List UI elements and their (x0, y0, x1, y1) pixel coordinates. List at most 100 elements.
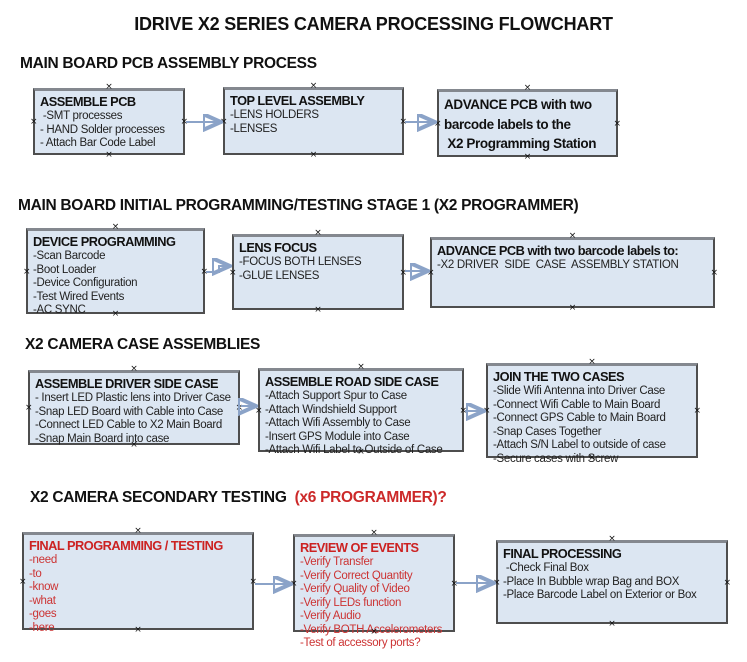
box-title: DEVICE PROGRAMMING (33, 234, 176, 249)
box-item: -need (29, 554, 57, 566)
box-item: -Attach Wifi Label to Outside of Case (265, 444, 443, 456)
connection-point-icon: × (309, 150, 318, 160)
connection-point-icon: × (180, 117, 188, 127)
box-item: - Insert LED Plastic lens into Driver Ca… (35, 392, 231, 404)
section-heading-case-assemblies: X2 CAMERA CASE ASSEMBLIES (25, 336, 261, 353)
connection-point-icon: × (314, 228, 322, 238)
box-title: FINAL PROGRAMMING / TESTING (29, 538, 223, 553)
box-title: ASSEMBLE DRIVER SIDE CASE (35, 376, 219, 391)
connection-point-icon: × (608, 619, 616, 629)
connection-point-icon: × (25, 403, 33, 413)
section-heading-pcb-assembly: MAIN BOARD PCB ASSEMBLY PROCESS (20, 55, 317, 72)
box-item: -Attach Support Spur to Case (265, 390, 407, 402)
flowchart-title: IDRIVE X2 SERIES CAMERA PROCESSING FLOWC… (134, 14, 613, 34)
flowchart-box-top-level-assembly[interactable]: TOP LEVEL ASSEMBLY -LENS HOLDERS -LENSES… (220, 82, 407, 160)
box-item-overflow: -Test of accessory ports? (300, 637, 421, 649)
connection-point-icon: × (427, 268, 435, 278)
box-item: -Connect LED Cable to X2 Main Board (35, 419, 223, 431)
connection-point-icon: × (220, 116, 228, 127)
box-item: -Device Configuration (33, 277, 138, 289)
connection-point-icon: × (235, 403, 243, 413)
section-heading-secondary-testing: X2 CAMERA SECONDARY TESTING (x6 PROGRAMM… (30, 489, 447, 507)
connection-point-icon: × (399, 267, 407, 278)
flowchart-box-advance-pcb-driver-side[interactable]: ADVANCE PCB with two barcode labels to: … (427, 232, 718, 313)
box-item: -Snap Cases Together (493, 425, 602, 438)
flowchart-box-assemble-driver-side-case[interactable]: ASSEMBLE DRIVER SIDE CASE - Insert LED P… (25, 365, 243, 450)
box-title: LENS FOCUS (239, 240, 317, 255)
flowchart-box-review-of-events[interactable]: REVIEW OF EVENTS -Verify Transfer -Verif… (290, 529, 458, 650)
box-title: FINAL PROCESSING (503, 546, 622, 561)
box-item: -LENS HOLDERS (230, 109, 319, 121)
box-item: -Place In Bubble wrap Bag and BOX (503, 575, 680, 588)
connection-point-icon: × (314, 305, 322, 315)
connection-point-icon: × (357, 362, 365, 372)
box-item: -Snap LED Board with Cable into Case (35, 405, 224, 418)
box-item: -Connect GPS Cable to Main Board (493, 412, 666, 424)
box-item: X2 Programming Station (444, 136, 597, 151)
connection-point-icon: × (255, 405, 263, 416)
flowchart-box-device-programming[interactable]: DEVICE PROGRAMMING -Scan Barcode -Boot L… (23, 223, 208, 319)
connection-point-icon: × (523, 83, 532, 93)
connection-point-icon: × (105, 150, 113, 160)
box-item: -Verify Quality of Video (300, 583, 410, 595)
box-item: -GLUE LENSES (239, 269, 320, 282)
box-title: TOP LEVEL ASSEMBLY (230, 93, 365, 108)
connection-point-icon: × (200, 266, 208, 277)
connection-point-icon: × (459, 405, 467, 416)
box-item: -goes (29, 608, 57, 620)
box-item: -Slide Wifi Antenna into Driver Case (493, 385, 665, 397)
box-item: -Scan Barcode (33, 250, 106, 262)
box-item: -Verify BOTH Accelerometers (300, 623, 443, 636)
connection-point-icon: × (723, 577, 731, 588)
box-title: ADVANCE PCB with two (444, 97, 592, 112)
connection-point-icon: × (23, 266, 31, 277)
box-item: - Attach Bar Code Label (40, 137, 156, 149)
box-item: -Attach Windshield Support (265, 403, 397, 416)
connection-point-icon: × (434, 118, 442, 129)
flowchart-box-join-the-two-cases[interactable]: JOIN THE TWO CASES -Slide Wifi Antenna i… (483, 358, 701, 465)
connection-point-icon: × (370, 528, 378, 538)
box-item: -X2 DRIVER SIDE CASE ASSEMBLY STATION (437, 259, 679, 271)
box-item: -Place Barcode Label on Exterior or Box (503, 589, 697, 601)
connection-point-icon: × (450, 578, 458, 589)
box-title: JOIN THE TWO CASES (493, 369, 625, 384)
box-item: - HAND Solder processes (40, 123, 165, 136)
connection-point-icon: × (111, 222, 120, 232)
box-item: -Secure cases with Screw (493, 452, 619, 465)
box-title: ASSEMBLE PCB (40, 94, 136, 109)
box-item: -Verify LEDs function (300, 596, 402, 609)
connection-point-icon: × (710, 268, 718, 278)
heading-red-part: (x6 PROGRAMMER)? (294, 489, 447, 506)
box-item: -FOCUS BOTH LENSES (239, 256, 362, 268)
connection-point-icon: × (523, 152, 532, 162)
connection-point-icon: × (130, 364, 138, 374)
box-item: -Connect Wifi Cable to Main Board (493, 398, 661, 411)
flowchart-box-final-processing[interactable]: FINAL PROCESSING -Check Final Box -Place… (493, 535, 731, 629)
box-item: -Verify Transfer (300, 556, 374, 568)
connection-point-icon: × (493, 577, 501, 588)
flowchart-box-final-programming-testing[interactable]: FINAL PROGRAMMING / TESTING -need -to -k… (19, 527, 257, 635)
box-item: -Check Final Box (503, 562, 589, 574)
connection-point-icon: × (693, 406, 701, 416)
connection-point-icon: × (588, 357, 596, 367)
flowchart-box-advance-pcb-programming-station[interactable]: ADVANCE PCB with two barcode labels to t… (434, 84, 621, 162)
connection-point-icon: × (19, 576, 27, 587)
flowchart-box-assemble-road-side-case[interactable]: ASSEMBLE ROAD SIDE CASE -Attach Support … (255, 363, 467, 457)
connection-point-icon: × (134, 526, 142, 536)
box-item: barcode labels to the (444, 117, 571, 132)
flowchart-box-assemble-pcb[interactable]: ASSEMBLE PCB -SMT processes - HAND Solde… (30, 83, 188, 160)
box-title: ASSEMBLE ROAD SIDE CASE (265, 374, 439, 389)
box-item: -SMT processes (40, 110, 123, 122)
connection-point-icon: × (30, 117, 38, 127)
box-item: -to (29, 567, 42, 580)
box-item: -Snap Main Board into case (35, 432, 170, 445)
section-heading-initial-programming: MAIN BOARD INITIAL PROGRAMMING/TESTING S… (18, 197, 579, 214)
box-item: -Attach Wifi Assembly to Case (265, 417, 411, 429)
connection-point-icon: × (568, 231, 577, 241)
flowchart-box-lens-focus[interactable]: LENS FOCUS -FOCUS BOTH LENSES -GLUE LENS… (229, 229, 407, 315)
box-item: -AC SYNC (33, 304, 86, 316)
box-item: -Verify Audio (300, 610, 361, 622)
box-item: -what (29, 594, 56, 607)
connector-arrow-elbow[interactable] (206, 266, 228, 272)
